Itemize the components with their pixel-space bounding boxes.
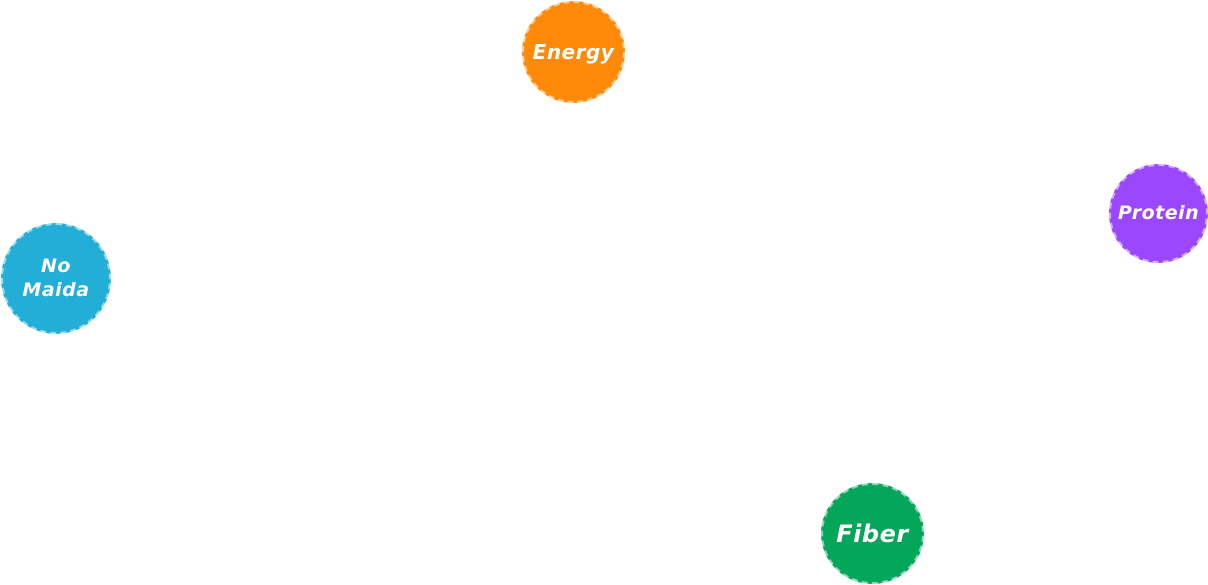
- protein-badge[interactable]: Protein: [1109, 164, 1208, 263]
- no-maida-badge[interactable]: No Maida: [1, 223, 111, 334]
- fiber-badge-label: Fiber: [836, 519, 909, 548]
- fiber-badge[interactable]: Fiber: [821, 483, 924, 584]
- energy-badge[interactable]: Energy: [522, 1, 625, 103]
- no-maida-badge-label: No Maida: [22, 254, 90, 301]
- protein-badge-label: Protein: [1117, 201, 1200, 224]
- energy-badge-label: Energy: [532, 39, 615, 64]
